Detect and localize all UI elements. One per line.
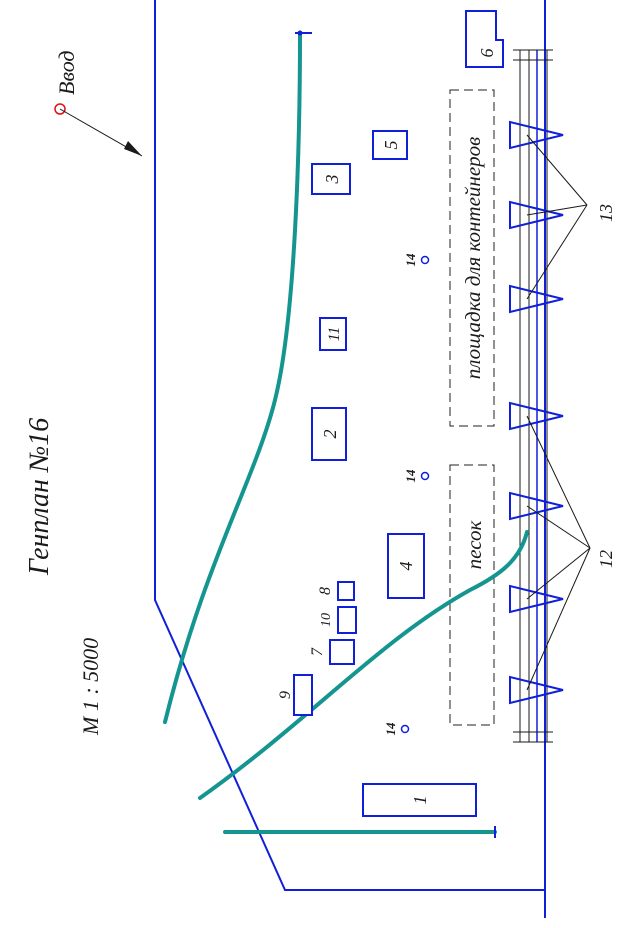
building-5 [372,130,408,160]
sand-area [449,464,495,726]
callout-leaders [526,134,591,691]
sand-label: песок [462,520,486,569]
site-boundary [154,0,546,891]
building-3 [311,163,351,195]
cranes [509,120,564,705]
building-2-label: 2 [320,430,340,439]
building-4-label: 4 [396,562,416,571]
building-11 [319,317,347,351]
utility-line-upper [163,31,302,724]
callout-13: 13 [596,204,616,222]
building-7-label: 7 [309,647,326,656]
building-6 [465,10,504,68]
building-10-label: 10 [319,613,334,627]
crane-2 [509,200,564,230]
building-9-label: 9 [277,691,294,699]
scale-label: М 1 : 5000 [78,638,103,736]
crane-6 [509,584,564,614]
crane-7 [509,675,564,705]
building-1 [362,783,477,817]
building-7 [329,639,355,665]
container-yard-area [449,89,495,427]
building-9 [293,674,313,716]
marker-14-a-label: 14 [403,253,418,267]
entry-marker: Ввод [54,50,143,157]
entry-label: Ввод [54,50,79,95]
marker-14-b: 14 [403,469,430,483]
utility-line-middle [198,530,529,800]
marker-14-b-label: 14 [403,469,418,483]
container-yard-label: площадка для контейнеров [461,137,485,380]
building-4 [387,533,425,599]
building-8-label: 8 [317,587,334,595]
building-8 [337,581,355,601]
building-3-label: 3 [322,175,342,185]
crane-4 [509,401,564,431]
building-6-label: 6 [477,49,497,58]
building-1-label: 1 [410,796,430,805]
building-11-label: 11 [326,327,343,342]
rail-tracks [513,49,553,743]
crane-3 [509,284,564,314]
building-5-label: 5 [381,141,401,150]
marker-14-c: 14 [383,722,410,736]
building-10 [337,606,357,634]
marker-14-a: 14 [403,253,430,267]
callout-12: 12 [596,550,616,568]
building-2 [311,407,347,461]
crane-1 [509,120,564,150]
marker-14-c-label: 14 [383,722,398,736]
plan-title: Генплан №16 [24,418,55,576]
